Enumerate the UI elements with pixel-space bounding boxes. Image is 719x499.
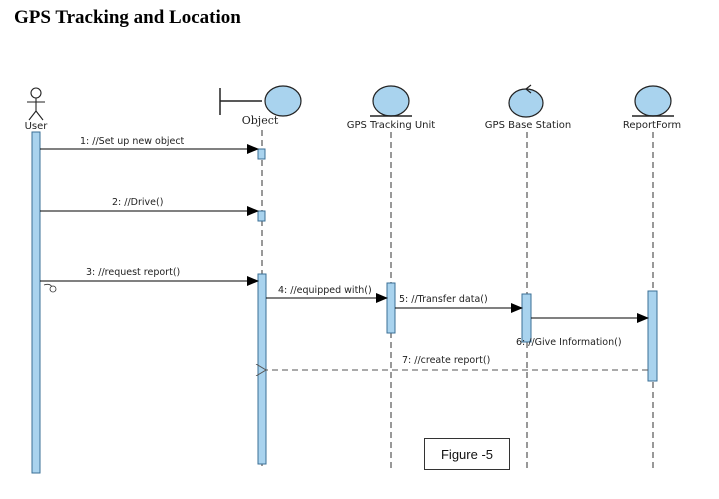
message-label-6: 6: //Give Information() <box>516 337 622 348</box>
lifeline-label-gps-base: GPS Base Station <box>485 120 571 131</box>
activation-user <box>31 131 41 474</box>
message-label-3: 3: //request report() <box>86 267 180 278</box>
entity-icon-gps-unit <box>370 85 412 117</box>
activation-object-2 <box>257 210 266 222</box>
activation-gps-unit <box>386 282 396 334</box>
activation-gps-base <box>521 293 532 343</box>
lifeline-label-object: Object <box>242 114 279 127</box>
figure-caption: Figure -5 <box>424 438 510 470</box>
page-title: GPS Tracking and Location <box>14 7 241 28</box>
lifeline-label-report: ReportForm <box>623 120 681 131</box>
message-label-1: 1: //Set up new object <box>80 136 185 147</box>
activation-report <box>647 290 658 382</box>
activation-object-3 <box>257 273 267 465</box>
message-label-7: 7: //create report() <box>402 355 490 366</box>
lifeline-label-gps-unit: GPS Tracking Unit <box>347 120 436 131</box>
message-label-2: 2: //Drive() <box>112 197 163 208</box>
activation-object-1 <box>257 148 266 160</box>
lifeline-label-user: User <box>25 121 49 132</box>
entity-icon-report <box>632 85 674 117</box>
boundary-icon <box>219 85 302 117</box>
message-label-5: 5: //Transfer data() <box>399 294 488 305</box>
user-actor-icon <box>27 87 45 121</box>
control-icon-gps-base <box>508 84 544 118</box>
note-icon <box>43 283 57 293</box>
message-label-4: 4: //equipped with() <box>278 285 372 296</box>
